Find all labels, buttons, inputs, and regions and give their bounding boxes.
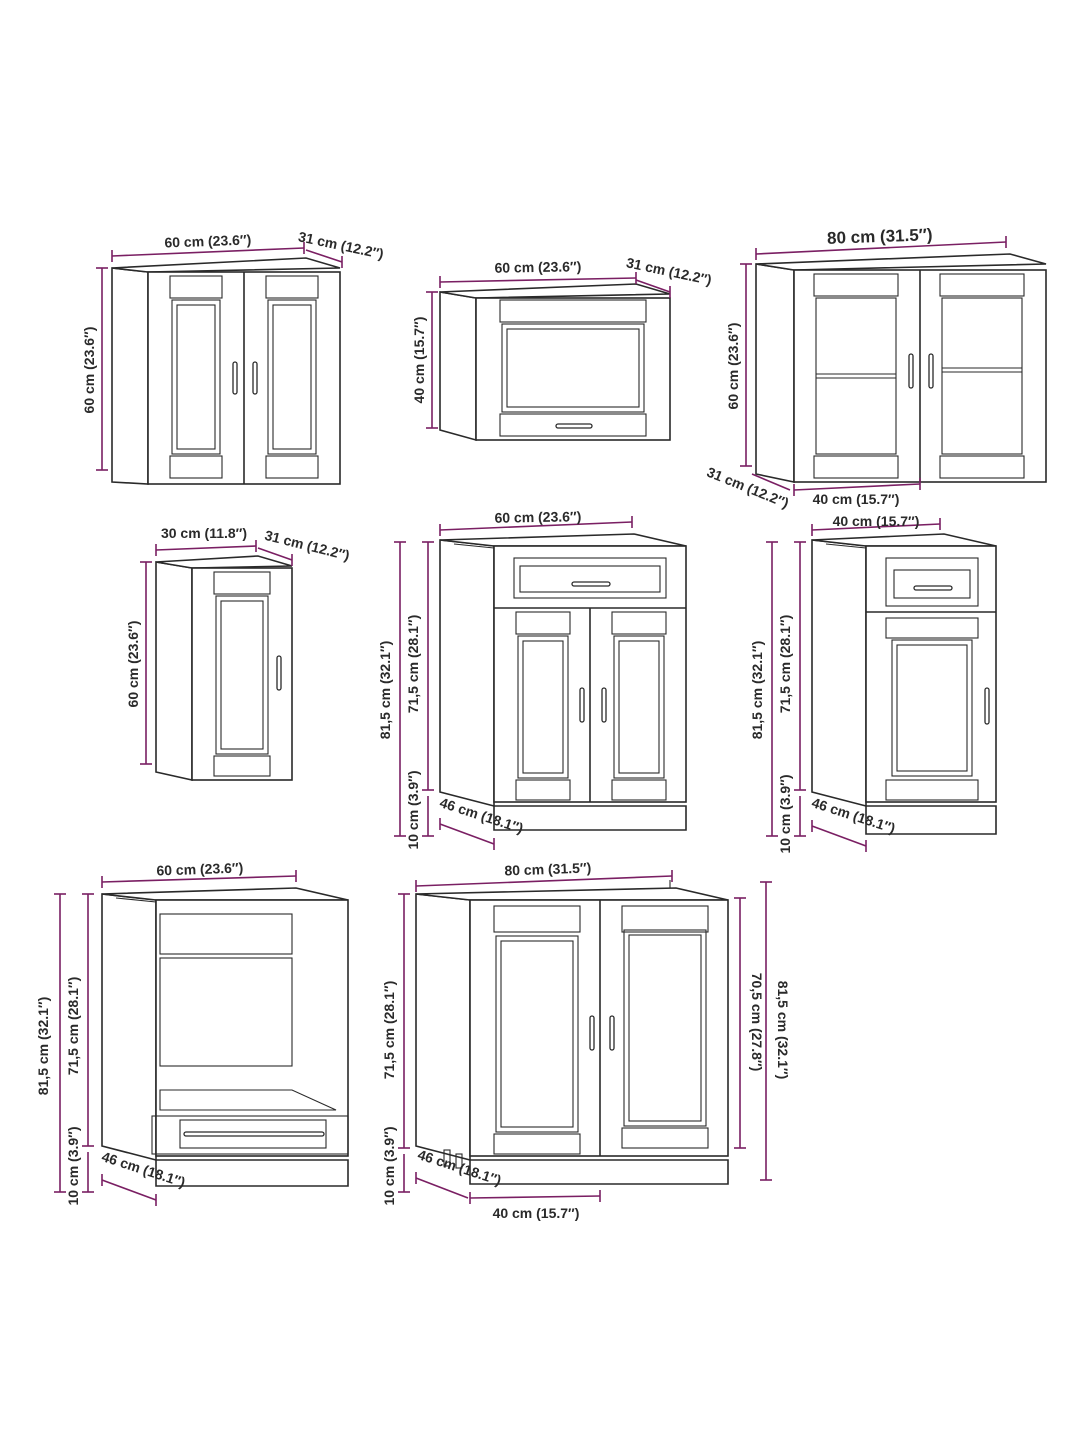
c2-width-label: 60 cm (23.6″): [494, 258, 581, 276]
c7-body-height-label: 71,5 cm (28.1″): [65, 977, 81, 1076]
sink-cabinet: [415, 880, 729, 1185]
c8-inner-height-label: 70,5 cm (27.8″): [749, 973, 765, 1072]
c2-height-label: 40 cm (15.7″): [411, 317, 427, 404]
oven-cabinet: [101, 887, 349, 1187]
c4-depth-label: 31 cm (12.2″): [263, 527, 351, 564]
c5-total-height-label: 81,5 cm (32.1″): [377, 641, 393, 740]
base-cabinet-drawer-1-door: [811, 533, 997, 835]
c7-plinth-label: 10 cm (3.9″): [65, 1126, 81, 1205]
c5-plinth-label: 10 cm (3.9″): [405, 770, 421, 849]
c4-height-label: 60 cm (23.6″): [125, 621, 141, 708]
base-cabinet-drawer-2-door: [439, 533, 687, 831]
c8-inner-width-label: 40 cm (15.7″): [493, 1205, 580, 1221]
c6-total-height-label: 81,5 cm (32.1″): [749, 641, 765, 740]
wall-cabinet-2-door: [111, 257, 341, 485]
c1-width-label: 60 cm (23.6″): [164, 231, 251, 250]
c7-width-label: 60 cm (23.6″): [156, 859, 243, 878]
c1-depth-label: 31 cm (12.2″): [297, 228, 385, 262]
wall-cabinet-glass: [755, 253, 1047, 483]
c6-width-label: 40 cm (15.7″): [833, 513, 920, 529]
c3-height-label: 60 cm (23.6″): [725, 323, 741, 410]
c8-plinth-label: 10 cm (3.9″): [381, 1126, 397, 1205]
c8-body-height-label: 71,5 cm (28.1″): [381, 981, 397, 1080]
c4-width-label: 30 cm (11.8″): [161, 525, 247, 541]
c6-plinth-label: 10 cm (3.9″): [777, 774, 793, 853]
c5-body-height-label: 71,5 cm (28.1″): [405, 615, 421, 714]
c5-width-label: 60 cm (23.6″): [494, 508, 581, 526]
c3-inner-width-label: 40 cm (15.7″): [813, 491, 900, 507]
dimension-lines: [54, 236, 1007, 1206]
c6-body-height-label: 71,5 cm (28.1″): [777, 615, 793, 714]
c8-total-height-label: 81,5 cm (32.1″): [775, 981, 791, 1080]
c3-width-label: 80 cm (31.5″): [827, 225, 933, 248]
c2-depth-label: 31 cm (12.2″): [625, 254, 713, 288]
wall-cabinet-narrow: [155, 555, 293, 781]
c1-height-label: 60 cm (23.6″): [81, 327, 97, 414]
c7-total-height-label: 81,5 cm (32.1″): [35, 997, 51, 1096]
c8-width-label: 80 cm (31.5″): [504, 859, 591, 878]
wall-cabinet-flap: [439, 283, 671, 442]
